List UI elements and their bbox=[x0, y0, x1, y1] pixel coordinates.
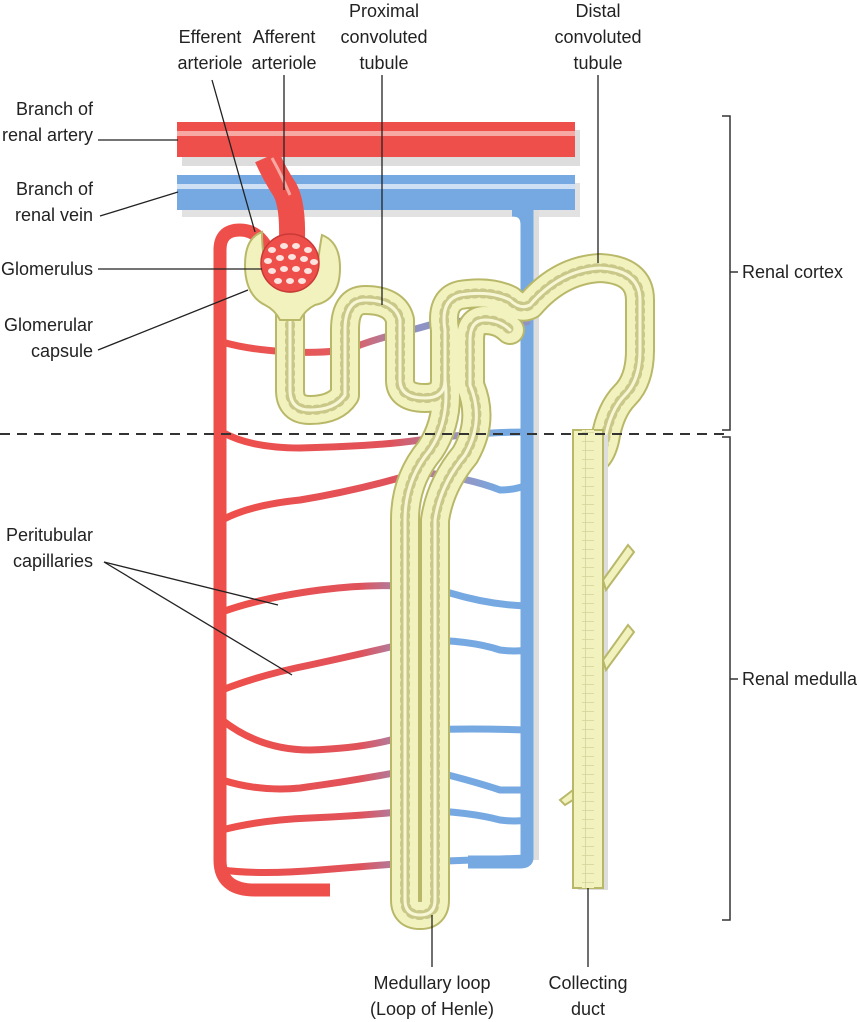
label-branch-of-renal-vein: Branch of renal vein bbox=[14, 179, 93, 225]
nephron-tubule bbox=[275, 253, 655, 930]
label-afferent-arteriole: Afferent arteriole bbox=[251, 27, 317, 73]
renal-vein-highlight bbox=[177, 184, 575, 189]
label-renal-cortex: Renal cortex bbox=[742, 262, 844, 282]
label-collecting-duct: Collecting duct bbox=[548, 973, 628, 1019]
renal-medulla-bracket bbox=[722, 436, 738, 921]
leader-efferent bbox=[211, 79, 256, 233]
leader-peritubular-2 bbox=[103, 561, 293, 676]
label-glomerulus: Glomerulus bbox=[0, 259, 93, 279]
label-peritubular-capillaries: Peritubular capillaries bbox=[5, 525, 93, 571]
label-distal-convoluted-tubule: Distal convoluted tubule bbox=[554, 1, 642, 73]
label-proximal-convoluted-tubule: Proximal convoluted tubule bbox=[340, 1, 428, 73]
label-branch-of-renal-artery: Branch of renal artery bbox=[1, 99, 93, 145]
capillary-5 bbox=[218, 636, 531, 694]
leader-vein bbox=[99, 191, 179, 217]
label-efferent-arteriole: Efferent arteriole bbox=[177, 27, 243, 73]
afferent-arteriole bbox=[255, 151, 306, 241]
collecting-duct bbox=[558, 429, 636, 890]
glomerulus-group bbox=[243, 230, 342, 321]
region-brackets bbox=[722, 115, 738, 921]
capillary-4 bbox=[218, 582, 531, 616]
duct-branch-3 bbox=[558, 787, 574, 807]
capillary-9 bbox=[218, 854, 531, 876]
renal-artery-branch bbox=[177, 122, 575, 157]
duct-branch-2 bbox=[601, 623, 636, 673]
label-glomerular-capsule: Glomerular capsule bbox=[3, 315, 93, 361]
capillary-3 bbox=[218, 468, 531, 524]
arterioles bbox=[213, 151, 330, 897]
label-renal-medulla: Renal medulla bbox=[742, 669, 858, 689]
glomerulus bbox=[260, 233, 320, 293]
renal-cortex-bracket bbox=[722, 115, 738, 431]
capillary-7 bbox=[218, 764, 531, 794]
leader-peritubular-1 bbox=[103, 561, 279, 606]
efferent-arteriole bbox=[213, 223, 330, 897]
capillary-8 bbox=[218, 806, 531, 834]
duct-branch-1 bbox=[601, 543, 636, 593]
renal-artery-highlight bbox=[177, 131, 575, 136]
leader-lines bbox=[97, 75, 599, 967]
leader-capsule bbox=[97, 289, 249, 351]
label-medullary-loop: Medullary loop (Loop of Henle) bbox=[369, 973, 495, 1019]
capillary-6 bbox=[218, 716, 531, 754]
